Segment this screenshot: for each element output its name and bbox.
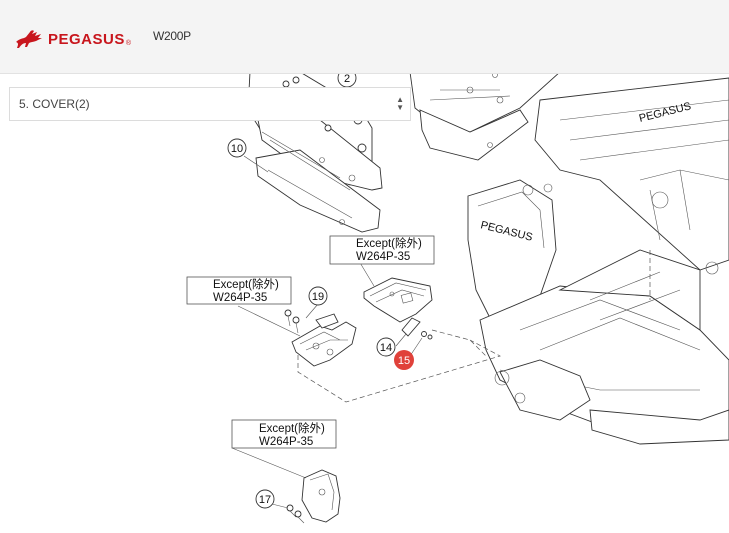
callout-19[interactable]: 19 <box>308 286 328 306</box>
except-note-13: Except(除外) W264P-35 <box>329 235 435 265</box>
part-13-cover <box>363 277 433 323</box>
svg-text:19: 19 <box>312 291 324 303</box>
select-arrows-icon: ▲▼ <box>396 95 404 112</box>
callout-14[interactable]: 14 <box>376 337 396 357</box>
top-cover-plate <box>409 71 562 161</box>
part-17-screws <box>286 504 305 524</box>
part-19-screws <box>284 309 300 334</box>
svg-text:10: 10 <box>231 143 243 155</box>
svg-text:14: 14 <box>380 342 392 354</box>
svg-text:15: 15 <box>398 355 410 367</box>
svg-text:W264P-35: W264P-35 <box>213 292 267 304</box>
svg-text:W264P-35: W264P-35 <box>259 436 313 448</box>
part-14-15 <box>401 317 433 340</box>
part-18-bracket <box>291 313 357 367</box>
callout-10[interactable]: 10 <box>227 138 247 158</box>
machine-body: PEGASUS PEGASUS <box>467 77 729 445</box>
brand-name: PEGASUS <box>48 30 125 48</box>
app-header: PEGASUS ® W200P <box>0 0 729 74</box>
svg-text:17: 17 <box>259 494 271 506</box>
section-select[interactable]: 5. COVER(2) ▲▼ <box>9 87 411 121</box>
svg-text:W264P-35: W264P-35 <box>356 251 410 263</box>
section-select-value: 5. COVER(2) <box>19 97 90 111</box>
except-note-16: Except(除外) W264P-35 <box>231 419 337 449</box>
svg-text:2: 2 <box>344 73 350 85</box>
pegasus-horse-icon <box>16 30 42 48</box>
except-note-18: Except(除外) W264P-35 <box>186 276 292 305</box>
svg-text:Except(除外): Except(除外) <box>356 236 422 250</box>
assembly-line-2 <box>431 329 487 357</box>
pegasus-logo[interactable]: PEGASUS ® <box>14 25 131 53</box>
callout-17[interactable]: 17 <box>255 489 275 509</box>
svg-text:Except(除外): Except(除外) <box>213 277 279 291</box>
assembly-line-1 <box>297 339 501 403</box>
part-16-cover <box>301 469 341 523</box>
registered-mark: ® <box>125 40 132 47</box>
model-name: W200P <box>153 29 191 43</box>
svg-text:Except(除外): Except(除外) <box>259 421 325 435</box>
callout-15[interactable]: 15 <box>394 350 414 370</box>
